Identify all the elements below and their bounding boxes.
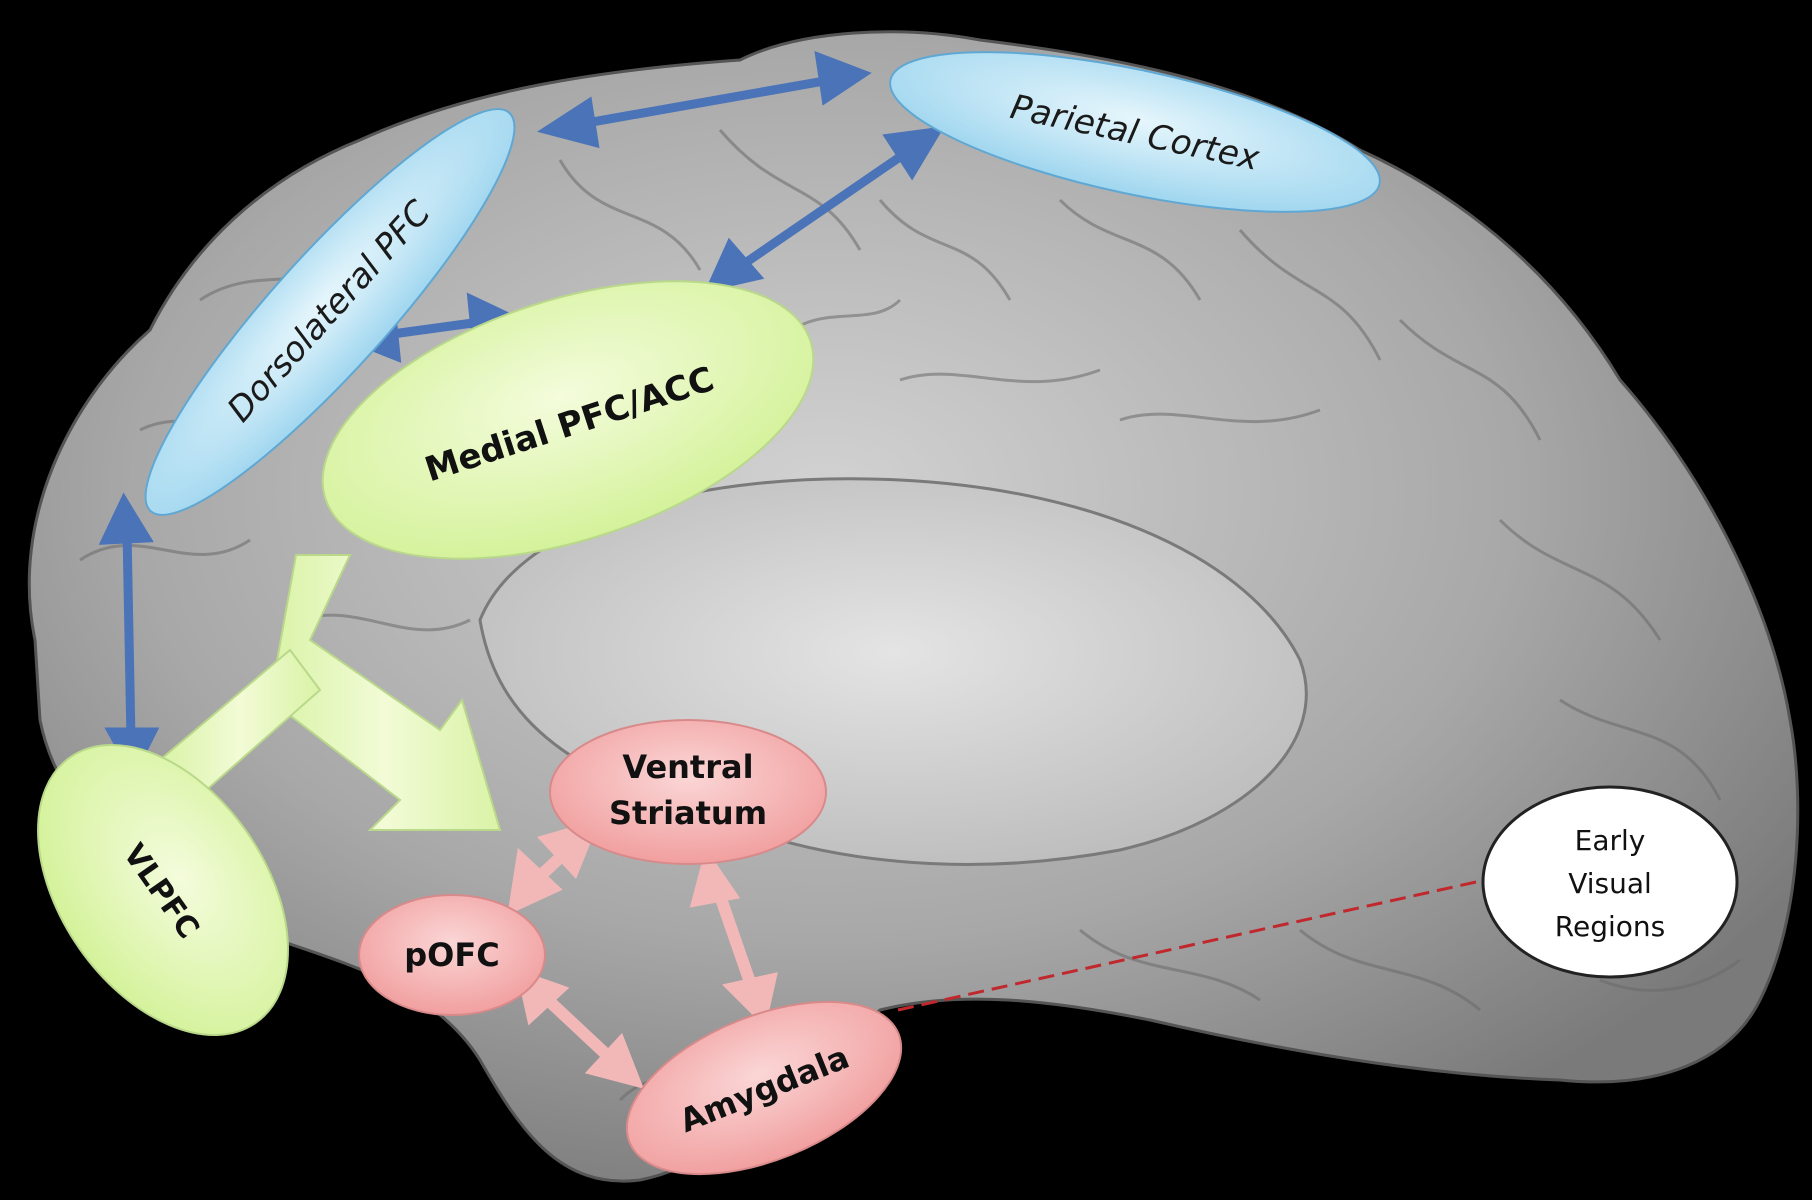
node-pofc: pOFC	[359, 895, 545, 1015]
node-early-visual-regions: Early Visual Regions	[1483, 787, 1737, 977]
arrow-dlpfc-vlpfc	[127, 532, 131, 740]
early-visual-label-line1: Early	[1575, 824, 1646, 857]
ventral-striatum-label-line2: Striatum	[609, 794, 767, 832]
pofc-label: pOFC	[404, 936, 499, 974]
early-visual-label-line3: Regions	[1555, 910, 1665, 943]
ventral-striatum-label-line1: Ventral	[622, 748, 753, 786]
node-ventral-striatum: Ventral Striatum	[550, 720, 826, 864]
early-visual-label-line2: Visual	[1568, 867, 1652, 900]
